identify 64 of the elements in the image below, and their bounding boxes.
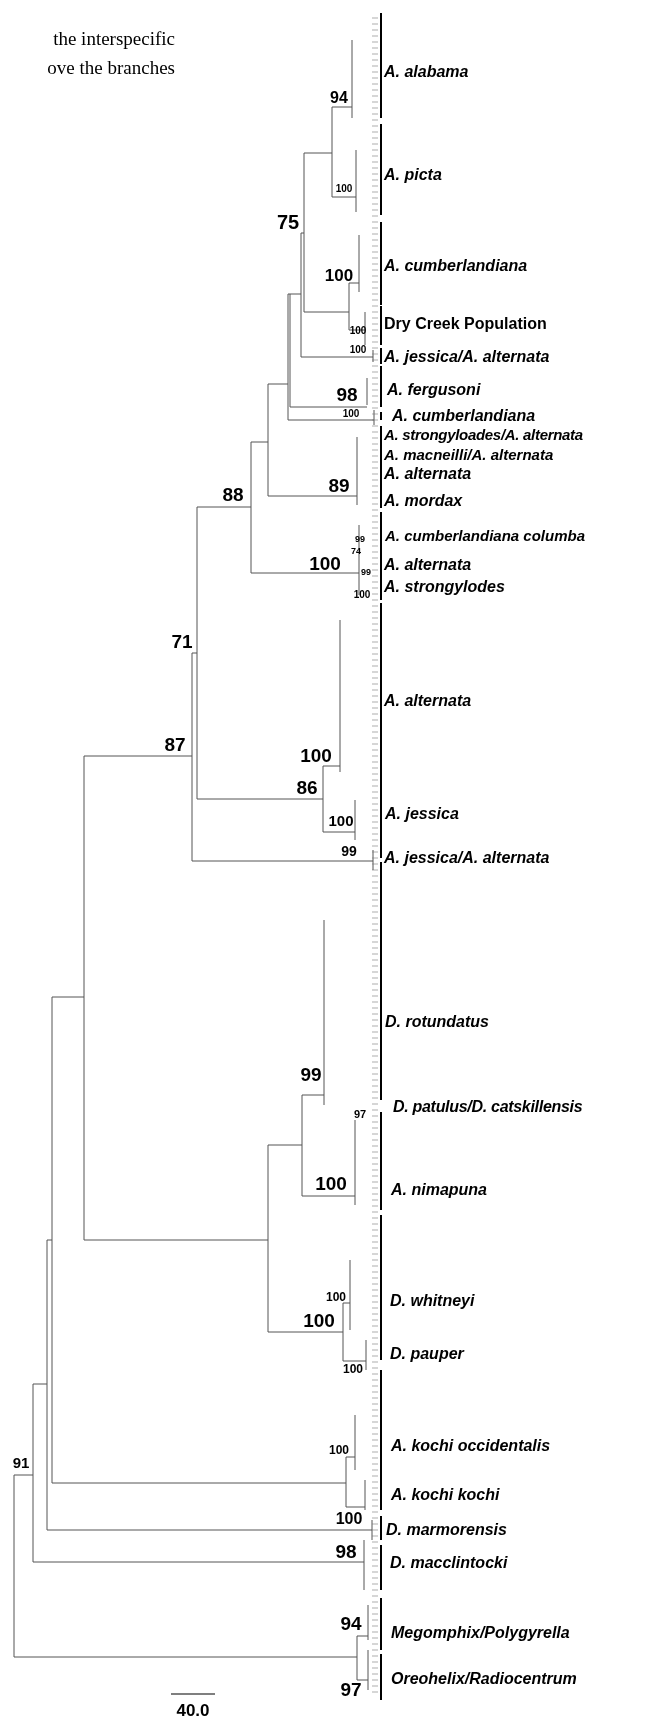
bootstrap-value: 100 — [342, 409, 360, 419]
bootstrap-value: 89 — [328, 475, 350, 495]
clade-label: A. macneilli/A. alternata — [384, 446, 554, 462]
clade-label: D. rotundatus — [385, 1014, 489, 1030]
caption-fragment: the interspecific — [53, 28, 175, 48]
bootstrap-value: 100 — [349, 345, 367, 355]
clade-label: D. patulus/D. catskillensis — [393, 1099, 583, 1115]
clade-label: A. jessica — [385, 806, 459, 822]
clade-label: A. picta — [384, 167, 442, 183]
clade-label: A. kochi kochi — [391, 1487, 500, 1503]
clade-label: A. jessica/A. alternata — [384, 349, 550, 365]
bootstrap-value: 99 — [361, 567, 371, 577]
bootstrap-value: 100 — [328, 812, 354, 828]
bootstrap-value: 100 — [309, 553, 341, 573]
clade-label: A. kochi occidentalis — [391, 1438, 551, 1454]
bootstrap-value: 99 — [300, 1064, 322, 1084]
clade-label: A. nimapuna — [391, 1182, 487, 1198]
bootstrap-value: 71 — [171, 631, 193, 651]
bootstrap-value: 100 — [343, 1363, 363, 1375]
clade-label: A. cumberlandiana — [384, 258, 528, 274]
clade-label: A. alternata — [384, 466, 472, 482]
bootstrap-value: 99 — [355, 534, 365, 544]
scale-value: 40.0 — [176, 1701, 210, 1719]
clade-label: A. cumberlandiana columba — [385, 527, 586, 543]
bootstrap-value: 100 — [335, 184, 353, 194]
caption-fragment: ove the branches — [47, 57, 175, 77]
bootstrap-value: 100 — [315, 1173, 347, 1193]
bootstrap-value: 100 — [335, 1511, 363, 1527]
clade-label: A. alternata — [384, 557, 472, 573]
bootstrap-value: 97 — [340, 1679, 362, 1699]
bootstrap-value: 98 — [335, 1541, 357, 1561]
bootstrap-value: 94 — [330, 90, 348, 106]
clade-label: Oreohelix/Radiocentrum — [391, 1671, 577, 1687]
bootstrap-value: 75 — [276, 212, 300, 232]
bootstrap-value: 74 — [351, 546, 361, 556]
clade-label: Dry Creek Population — [384, 316, 547, 332]
bootstrap-value: 91 — [12, 1454, 30, 1470]
bootstrap-value: 94 — [340, 1613, 362, 1633]
bootstrap-value: 98 — [336, 384, 358, 404]
bootstrap-value: 100 — [300, 745, 332, 765]
bootstrap-value: 100 — [324, 266, 354, 284]
bootstrap-value: 100 — [329, 1444, 349, 1456]
clade-label: A. jessica/A. alternata — [384, 850, 550, 866]
bootstrap-value: 86 — [296, 777, 318, 797]
clade-label: Megomphix/Polygyrella — [391, 1625, 570, 1641]
clade-label: D. whitneyi — [390, 1293, 475, 1309]
clade-label: D. marmorensis — [386, 1522, 507, 1538]
clade-label: D. macclintocki — [390, 1555, 508, 1571]
bootstrap-value: 97 — [353, 1108, 367, 1120]
bootstrap-value: 88 — [222, 484, 244, 504]
bootstrap-value: 99 — [341, 844, 357, 858]
bootstrap-value: 100 — [353, 590, 371, 600]
bootstrap-value: 100 — [349, 326, 367, 336]
bootstrap-value: 100 — [326, 1291, 346, 1303]
bootstrap-value: 100 — [303, 1310, 335, 1330]
clade-label: A. alabama — [384, 64, 469, 80]
clade-label: A. alternata — [384, 693, 472, 709]
clade-label: D. pauper — [390, 1346, 464, 1362]
clade-label: A. strongylodes — [384, 579, 505, 595]
clade-label: A. fergusoni — [387, 382, 481, 398]
clade-label: A. mordax — [384, 493, 463, 509]
clade-label: A. strongyloades/A. alternata — [384, 426, 583, 442]
clade-label: A. cumberlandiana — [392, 408, 536, 424]
bootstrap-value: 87 — [164, 734, 186, 754]
